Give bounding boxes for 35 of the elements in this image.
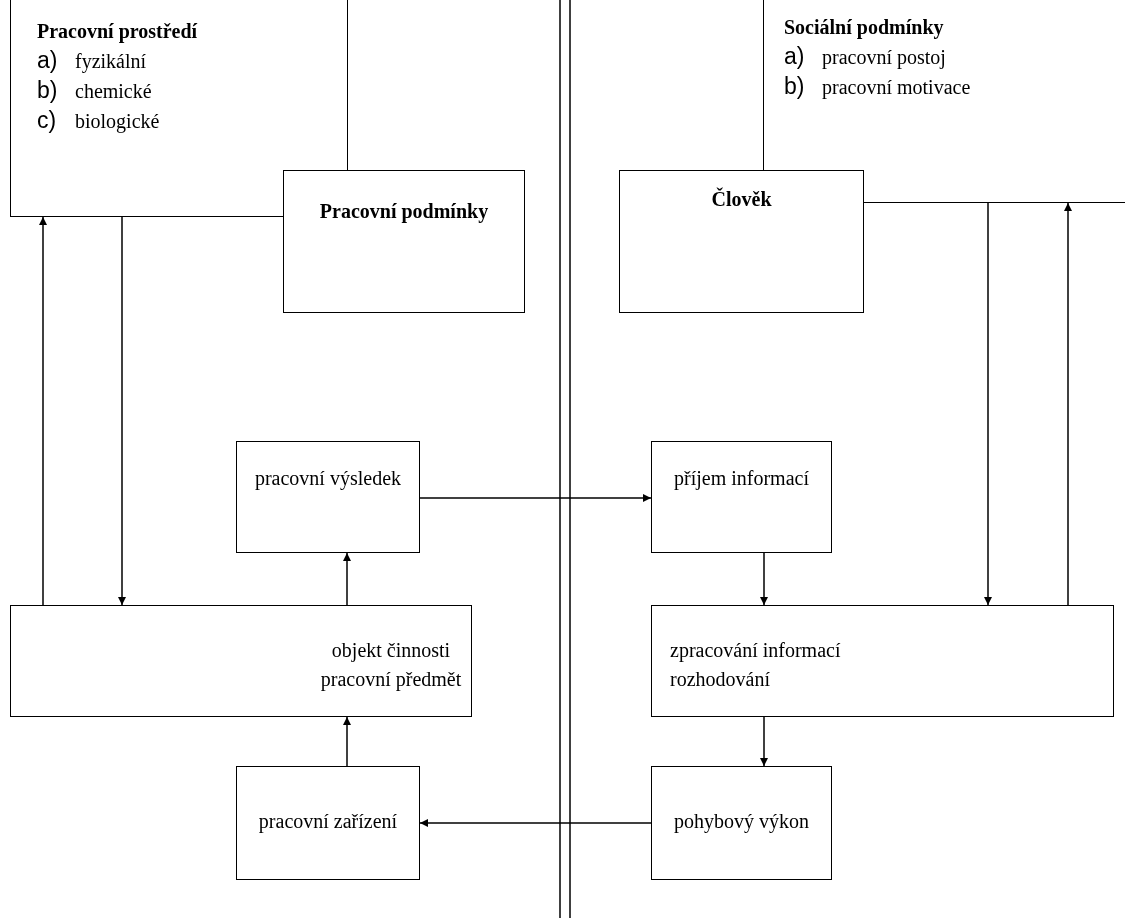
box-label: pracovní předmět bbox=[319, 667, 463, 693]
list-item: a) pracovní postoj bbox=[784, 42, 947, 71]
arrow bbox=[760, 716, 768, 767]
process-box bbox=[651, 441, 832, 553]
box-label: pracovní výsledek bbox=[253, 466, 403, 492]
arrow bbox=[419, 819, 652, 827]
box-label: pracovní zařízení bbox=[257, 809, 399, 835]
list-item: a) fyzikální bbox=[37, 46, 148, 75]
process-box bbox=[651, 605, 1114, 717]
arrow bbox=[984, 202, 992, 606]
arrow bbox=[343, 552, 351, 606]
list-item: b) chemické bbox=[37, 76, 153, 105]
box-label: objekt činnosti bbox=[330, 638, 452, 664]
arrow bbox=[118, 216, 126, 606]
box-label: Člověk bbox=[710, 186, 773, 212]
box-label: pohybový výkon bbox=[673, 809, 810, 835]
process-box bbox=[236, 766, 420, 880]
list-item: c) biologické bbox=[37, 106, 161, 135]
box-heading: Sociální podmínky bbox=[784, 15, 945, 41]
box-label: rozhodování bbox=[670, 667, 771, 692]
box-label: příjem informací bbox=[673, 466, 810, 492]
process-box bbox=[651, 766, 832, 880]
arrow bbox=[1064, 202, 1072, 606]
process-box bbox=[10, 605, 472, 717]
process-box bbox=[236, 441, 420, 553]
process-box bbox=[283, 170, 525, 313]
arrow bbox=[419, 494, 652, 502]
list-item: b) pracovní motivace bbox=[784, 72, 972, 101]
arrow bbox=[760, 552, 768, 606]
box-heading: Pracovní prostředí bbox=[37, 19, 199, 45]
box-label: Pracovní podmínky bbox=[318, 199, 490, 225]
arrow bbox=[343, 716, 351, 767]
process-box bbox=[619, 170, 864, 313]
box-label: zpracování informací bbox=[670, 638, 842, 664]
arrow bbox=[39, 216, 47, 606]
